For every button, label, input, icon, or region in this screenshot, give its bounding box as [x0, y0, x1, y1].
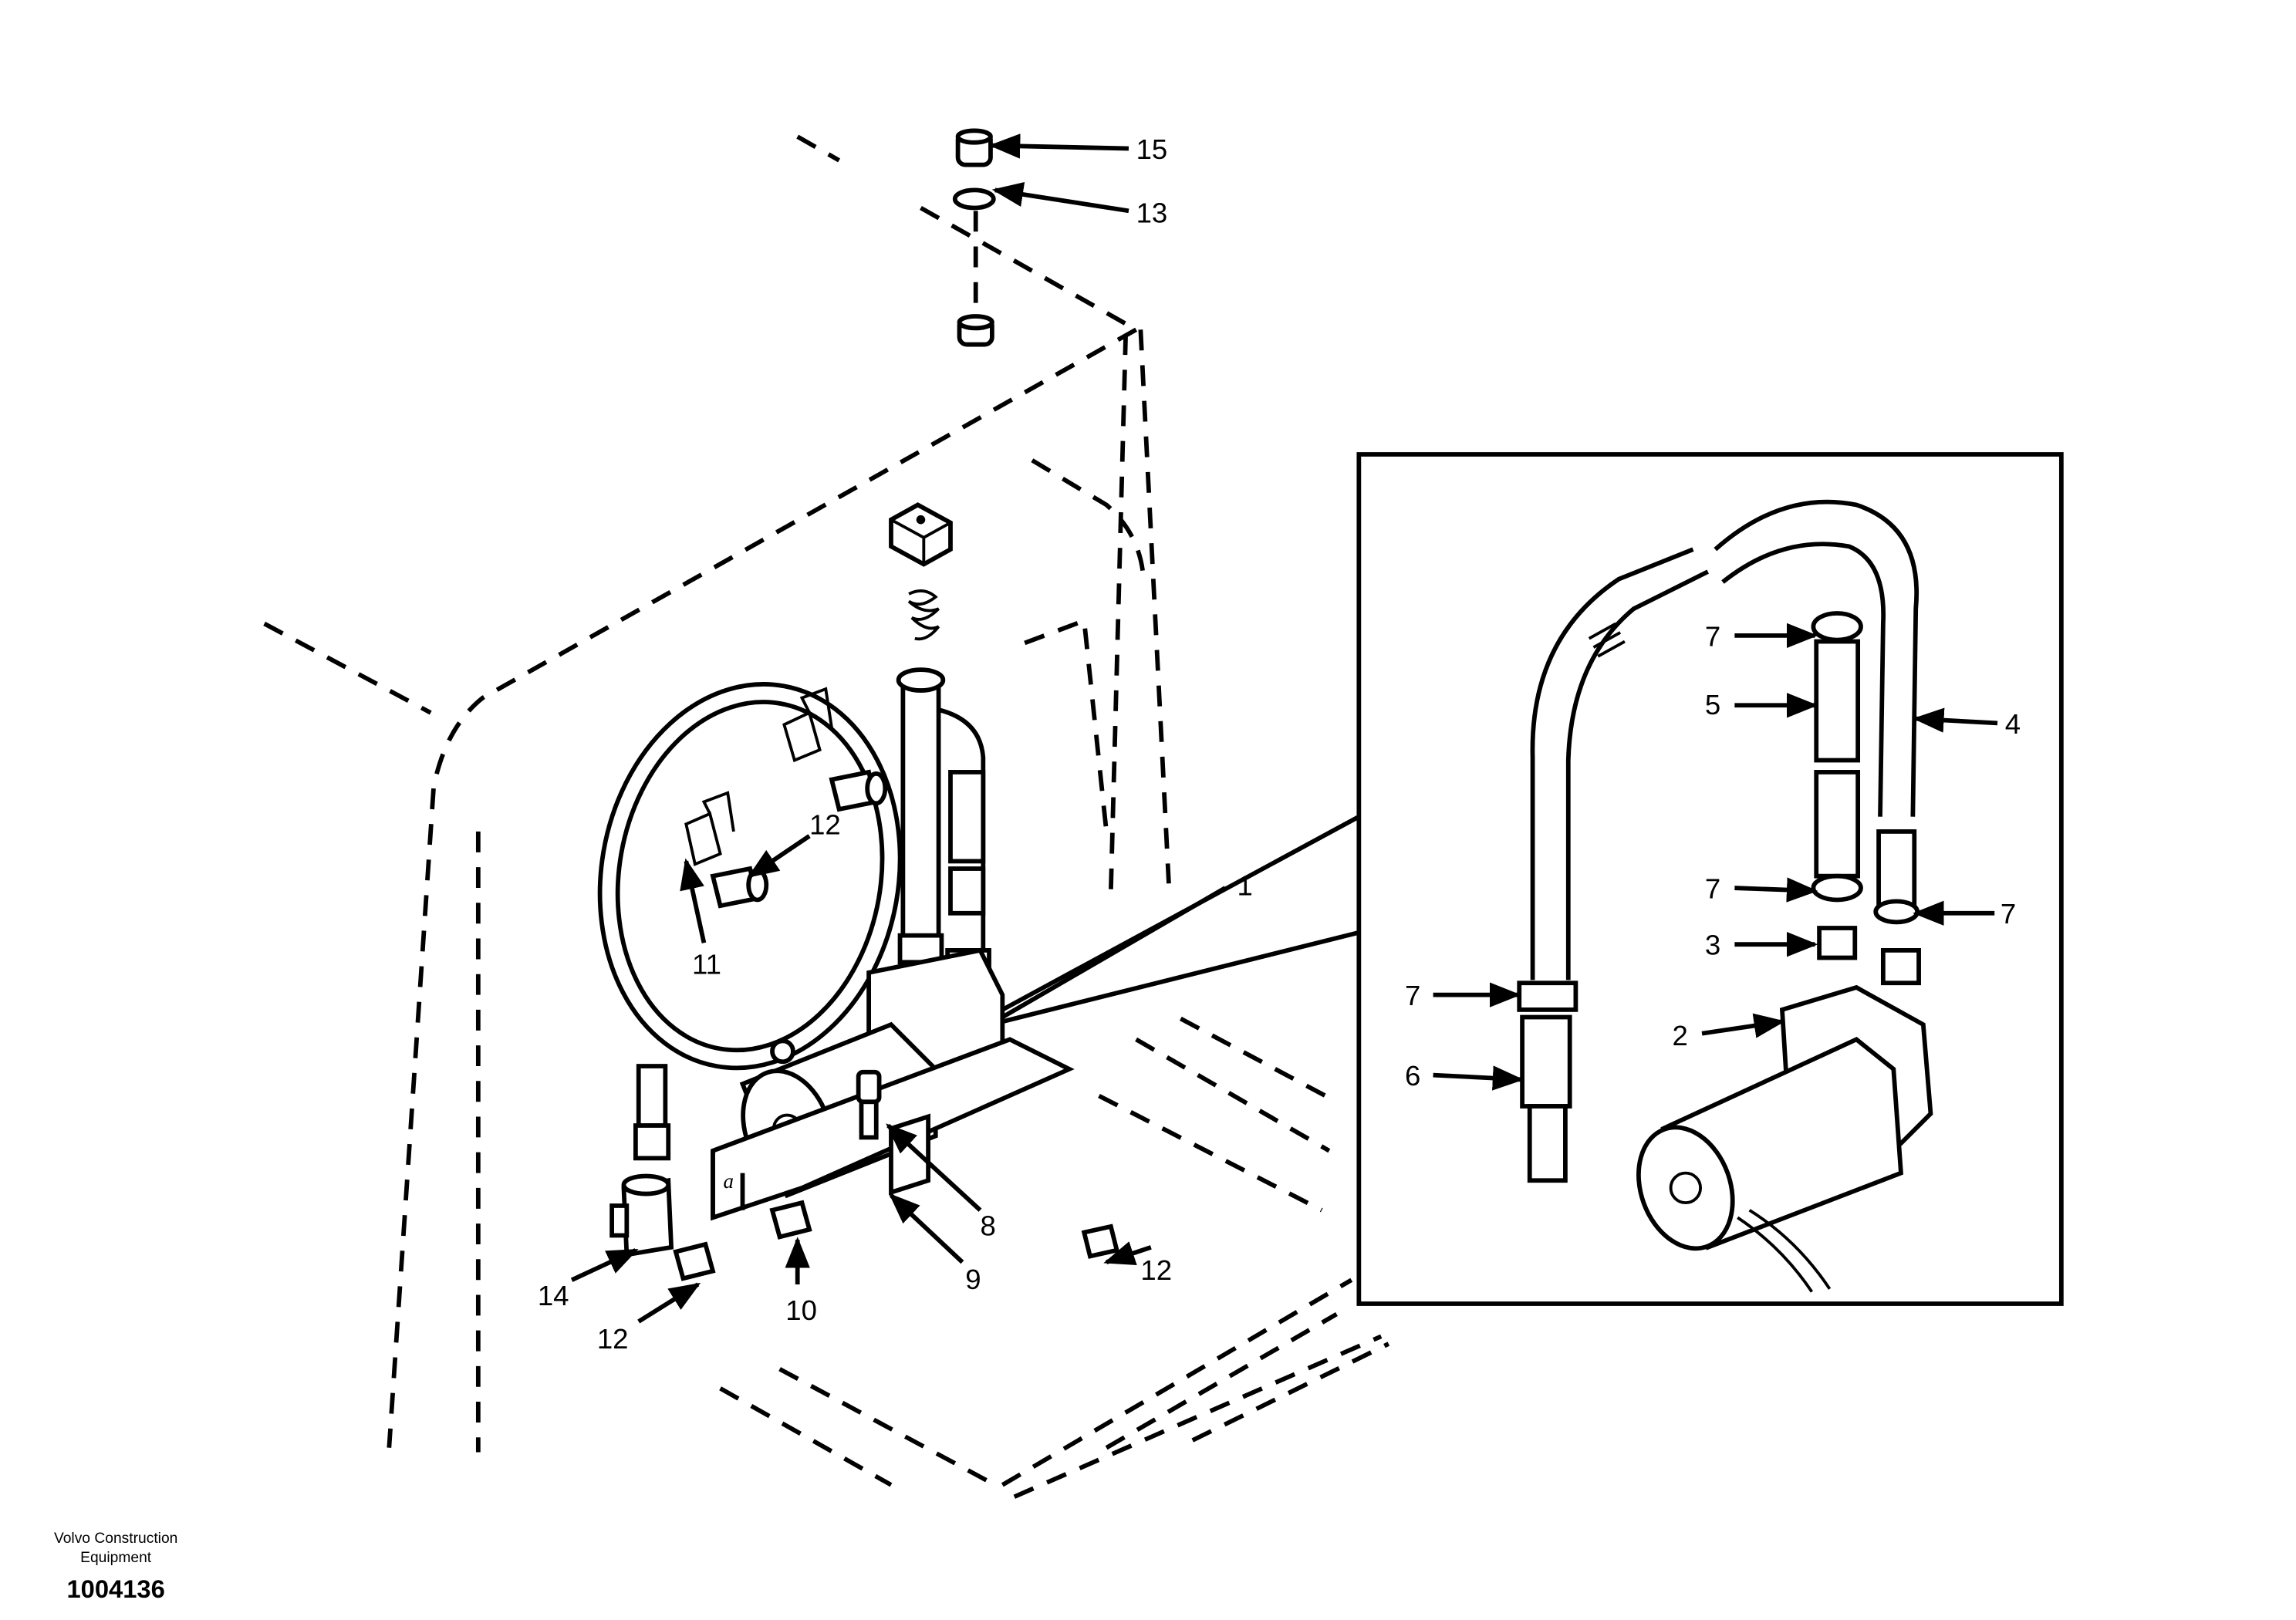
pump-assembly-detail [1517, 499, 1933, 1293]
callout-4: 4 [2005, 708, 2021, 740]
clip-parts [684, 687, 833, 866]
callout-7: 7 [1705, 873, 1720, 905]
pump-assembly-main: a [711, 667, 1075, 1221]
callout-6: 6 [1405, 1060, 1420, 1092]
bushing-part [957, 314, 994, 347]
callout-12: 12 [1140, 1254, 1172, 1286]
callout-7: 7 [2001, 898, 2016, 930]
callout-10: 10 [785, 1294, 817, 1326]
callout-13: 13 [1136, 197, 1168, 229]
leader-lines [570, 133, 1998, 1324]
machine-outline [263, 134, 1390, 1499]
callout-7: 7 [1405, 980, 1420, 1011]
hose-end-main [609, 1064, 674, 1257]
bolt-parts [673, 769, 1120, 1281]
callout-11: 11 [692, 949, 721, 980]
callout-15: 15 [1136, 133, 1168, 165]
strainer-part [907, 589, 940, 641]
inset-frame [1356, 452, 2064, 1306]
callout-12: 12 [809, 809, 841, 841]
callout-12: 12 [597, 1323, 629, 1355]
callout-3: 3 [1705, 930, 1720, 961]
hose-loop [597, 682, 903, 1071]
washer-part [952, 187, 996, 211]
filler-cap [889, 502, 953, 567]
callout-2: 2 [1673, 1020, 1688, 1051]
inset-leader [1001, 815, 1360, 1024]
brand-line-1: Volvo Construction [54, 1531, 177, 1547]
footer: Volvo Construction Equipment 1004136 [54, 1531, 177, 1603]
brand-line-2: Equipment [80, 1550, 152, 1566]
callout-7: 7 [1705, 620, 1720, 652]
callout-9: 9 [965, 1264, 981, 1295]
plug-part [955, 128, 993, 167]
callout-1: 1 [1237, 870, 1252, 902]
callout-8: 8 [980, 1210, 995, 1241]
svg-text:a: a [723, 1169, 733, 1193]
document-number: 1004136 [66, 1574, 164, 1603]
callout-labels: 15 13 12 11 1 8 9 10 14 12 12 7 5 4 7 7 … [538, 133, 2021, 1355]
callout-5: 5 [1705, 689, 1720, 721]
callout-14: 14 [538, 1280, 569, 1311]
